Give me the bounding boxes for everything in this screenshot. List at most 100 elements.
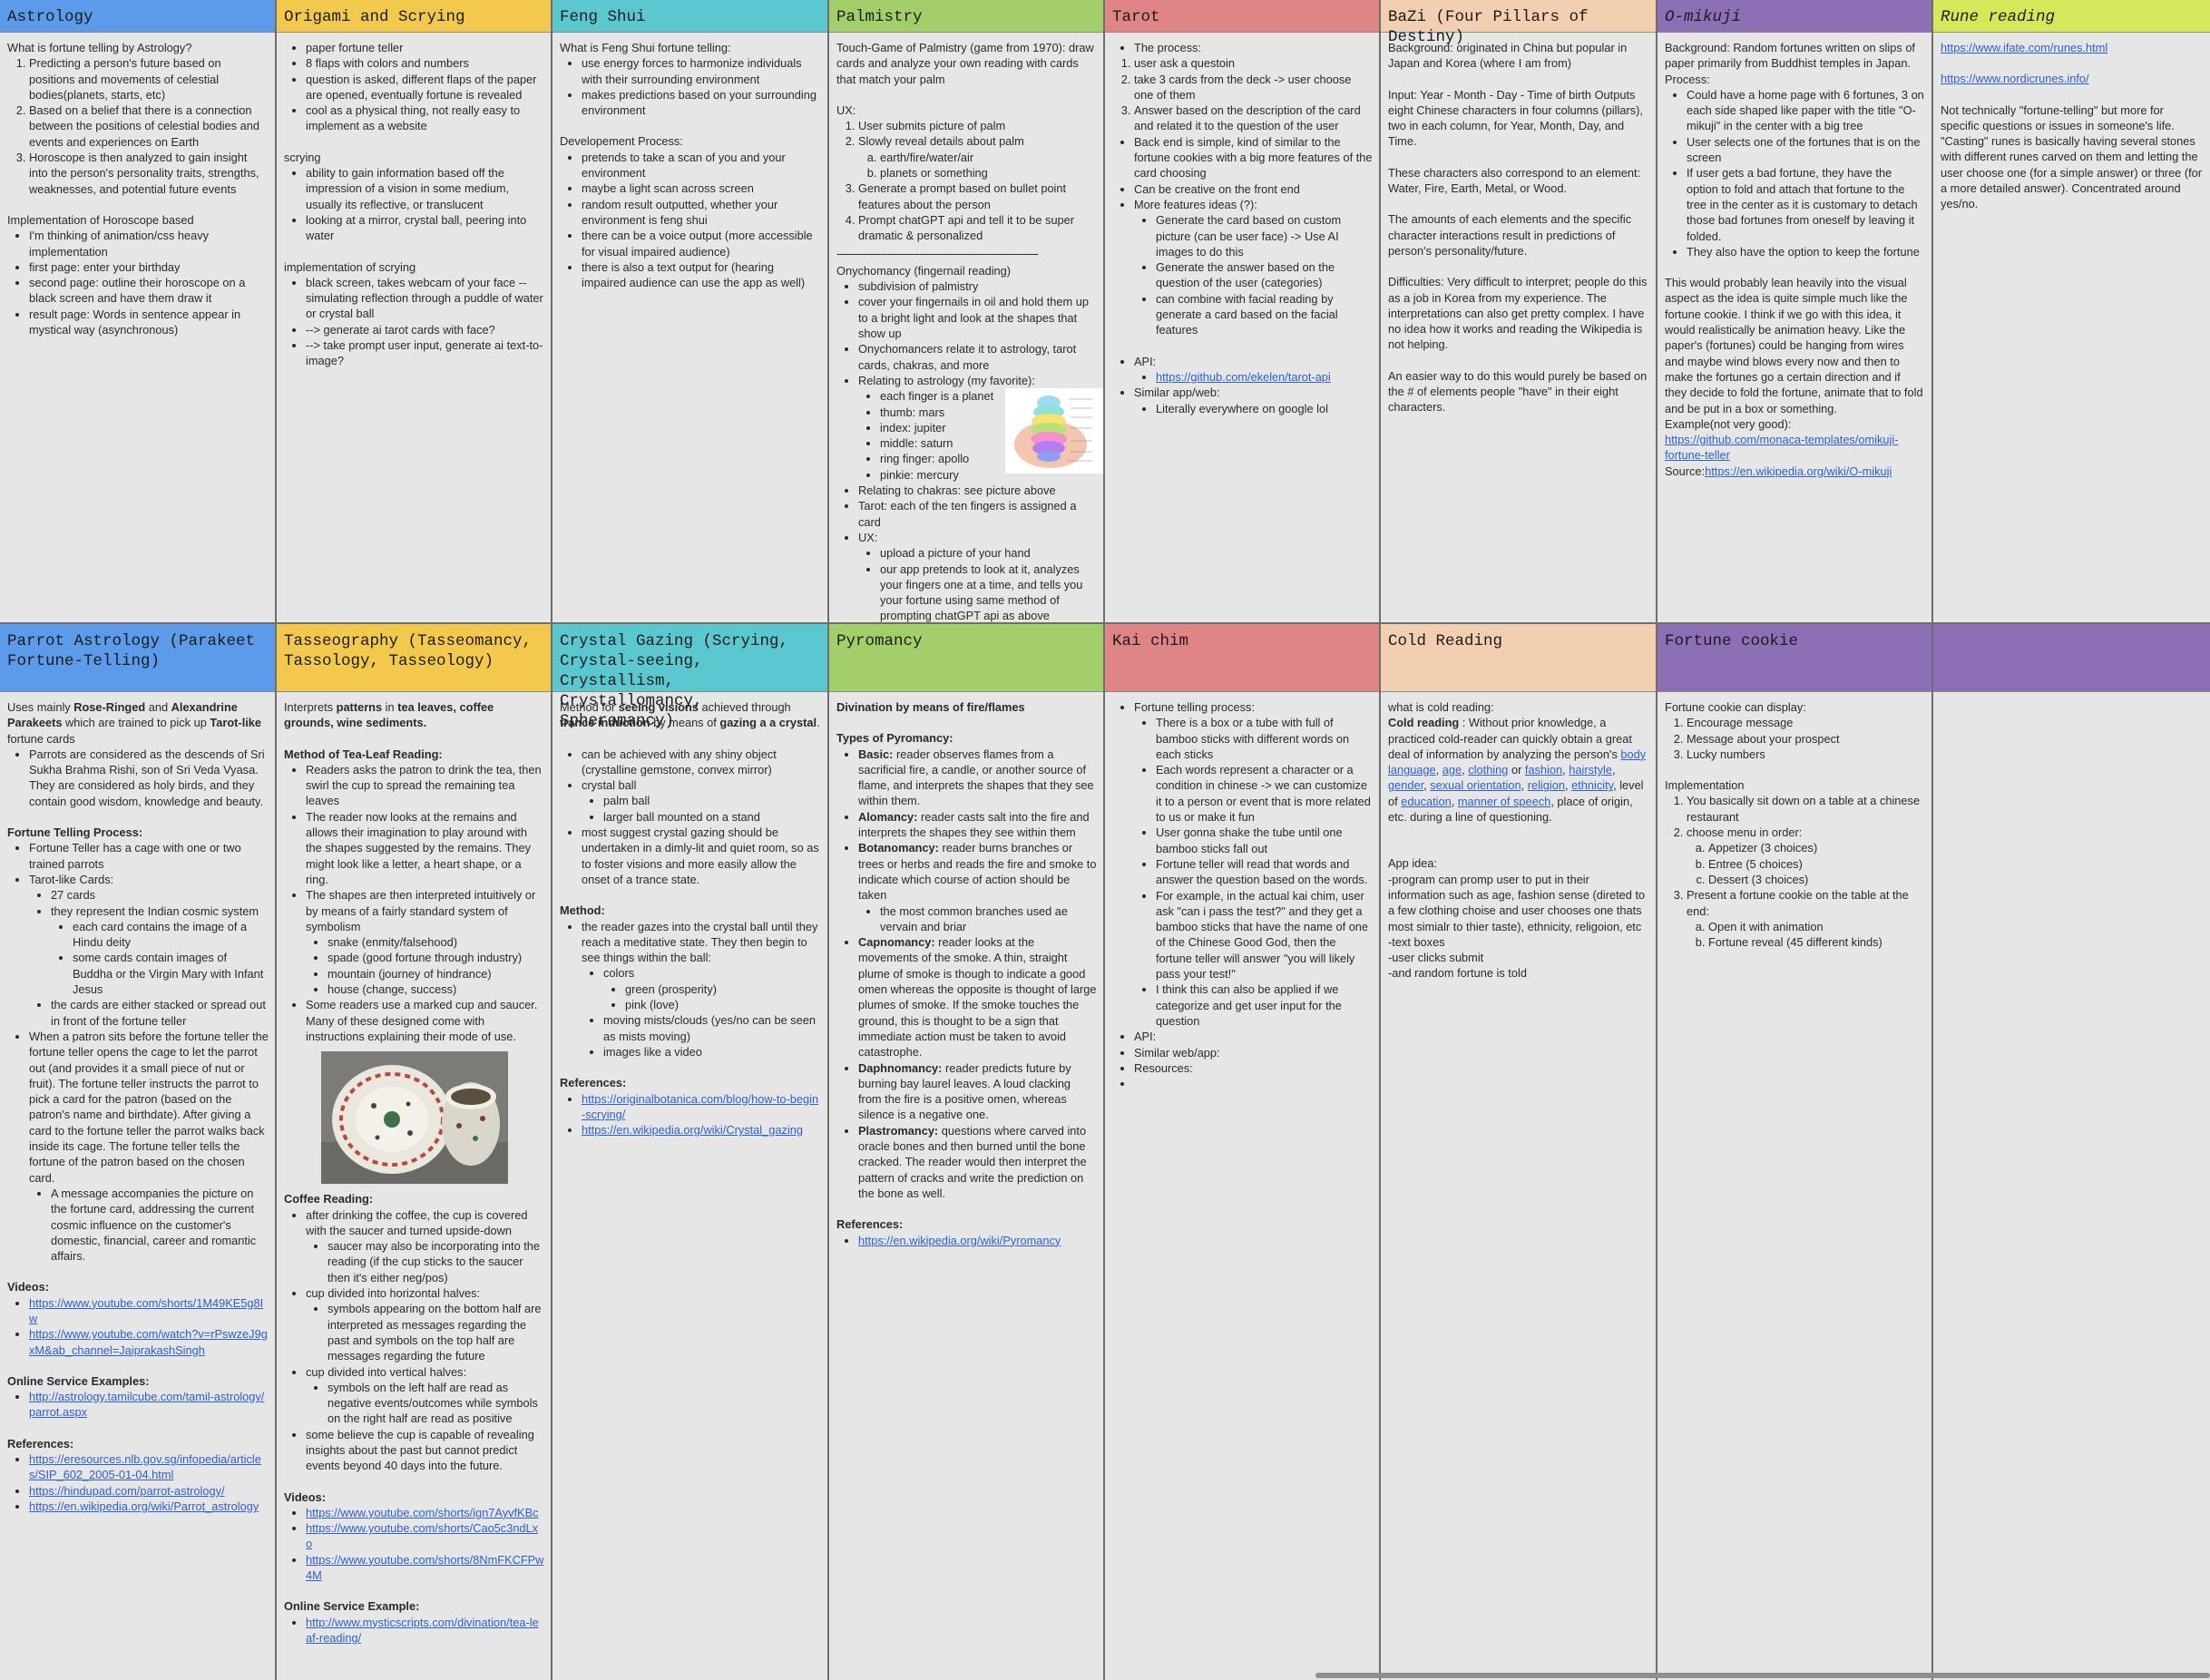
list-item: some cards contain images of Buddha or t… [73, 950, 269, 997]
column-parrot-astrology[interactable]: Parrot Astrology (Parakeet Fortune-Telli… [0, 624, 277, 1680]
keyword-link[interactable]: ethnicity [1571, 778, 1614, 793]
reference-link[interactable]: https://en.wikipedia.org/wiki/Pyromancy [858, 1233, 1061, 1247]
list-item: Fortune reveal (45 different kinds) [1708, 934, 1925, 950]
column-o-mikuji[interactable]: O-mikuji Background: Random fortunes wri… [1658, 0, 1933, 622]
column-body[interactable]: What is Feng Shui fortune telling: use e… [552, 33, 827, 290]
list-item: can be achieved with any shiny object (c… [582, 747, 821, 778]
list-item: Alomancy: reader casts salt into the fir… [858, 809, 1097, 841]
column-body[interactable]: Divination by means of fire/flames Types… [829, 692, 1103, 1248]
column-body[interactable]: Uses mainly Rose-Ringed and Alexandrine … [0, 692, 275, 1514]
reference-link[interactable]: https://eresources.nlb.gov.sg/infopedia/… [29, 1452, 261, 1482]
section-heading: References: [7, 1436, 74, 1450]
column-body[interactable]: Background: Random fortunes written on s… [1658, 33, 1931, 479]
section-heading: Fortune Telling Process: [7, 825, 143, 840]
scrollbar-thumb[interactable] [1315, 1673, 2210, 1678]
service-link[interactable]: http://astrology.tamilcube.com/tamil-ast… [29, 1390, 265, 1420]
column-body[interactable]: Background: originated in China but popu… [1381, 33, 1656, 415]
list-item: each card contains the image of a Hindu … [73, 919, 269, 951]
column-kai-chim[interactable]: Kai chim Fortune telling process: There … [1105, 624, 1381, 1680]
service-link[interactable]: http://www.mysticscripts.com/divination/… [306, 1615, 539, 1645]
column-header[interactable]: BaZi (Four Pillars of Destiny) [1381, 0, 1656, 46]
column-origami-scrying[interactable]: Origami and Scrying paper fortune teller… [277, 0, 552, 622]
reference-link[interactable]: https://en.wikipedia.org/wiki/Crystal_ga… [582, 1123, 803, 1138]
list-item: Resources: [1134, 1060, 1373, 1076]
column-astrology[interactable]: Astrology What is fortune telling by Ast… [0, 0, 277, 622]
column-body[interactable]: The process: user ask a questoin take 3 … [1105, 33, 1379, 416]
column-header[interactable]: Rune reading [1933, 0, 2210, 33]
column-header[interactable]: Pyromancy [829, 624, 1103, 692]
column-feng-shui[interactable]: Feng Shui What is Feng Shui fortune tell… [552, 0, 829, 622]
ifate-link[interactable]: https://www.ifate.com/runes.html [1941, 41, 2108, 54]
keyword-link[interactable]: gender [1388, 778, 1424, 793]
video-link[interactable]: https://www.youtube.com/shorts/8NmFKCFPw… [306, 1552, 544, 1583]
video-link[interactable]: https://www.youtube.com/shorts/ign7AyvfK… [306, 1505, 539, 1519]
video-link[interactable]: https://www.youtube.com/shorts/Cao5c3ndL… [306, 1521, 539, 1551]
nordicrunes-link[interactable]: https://www.nordicrunes.info/ [1941, 72, 2089, 86]
column-tarot[interactable]: Tarot The process: user ask a questoin t… [1105, 0, 1381, 622]
keyword-link[interactable]: clothing [1468, 763, 1509, 777]
column-header[interactable]: Feng Shui [552, 0, 827, 33]
section-heading: Videos: [7, 1280, 49, 1294]
column-header[interactable]: Cold Reading [1381, 624, 1656, 692]
reference-link[interactable]: https://originalbotanica.com/blog/how-to… [582, 1091, 819, 1121]
keyword-link[interactable]: religion [1527, 778, 1565, 793]
list-item: thumb: mars [880, 405, 1097, 420]
column-body[interactable]: Interprets patterns in tea leaves, coffe… [277, 692, 551, 1646]
column-body[interactable]: Fortune cookie can display: Encourage me… [1658, 692, 1931, 950]
column-body[interactable]: What is fortune telling by Astrology? Pr… [0, 33, 275, 337]
video-link[interactable]: https://www.youtube.com/shorts/1M49KE5g8… [29, 1295, 264, 1325]
column-header[interactable] [1933, 624, 2210, 692]
video-link[interactable]: https://www.youtube.com/watch?v=rPswzeJ9… [29, 1327, 268, 1357]
column-header[interactable]: Palmistry [829, 0, 1103, 33]
keyword-link[interactable]: age [1442, 763, 1462, 777]
column-header[interactable]: Fortune cookie [1658, 624, 1931, 692]
source-link[interactable]: https://en.wikipedia.org/wiki/O-mikuji [1705, 464, 1892, 478]
column-palmistry[interactable]: Palmistry Touch-Game of Palmistry (game … [829, 0, 1105, 622]
column-crystal-gazing[interactable]: Crystal Gazing (Scrying, Crystal-seeing,… [552, 624, 829, 1680]
column-blank[interactable] [1933, 624, 2210, 1680]
column-header[interactable]: O-mikuji [1658, 0, 1931, 33]
list-item: question is asked, different flaps of th… [306, 72, 544, 103]
list-item: saucer may also be incorporating into th… [328, 1238, 544, 1285]
text: Tarot-like [210, 716, 262, 730]
keyword-link[interactable]: sexual orientation [1430, 778, 1521, 793]
column-header[interactable]: Tarot [1105, 0, 1379, 33]
horizontal-scrollbar[interactable] [0, 1671, 2210, 1680]
list-item: maybe a light scan across screen [582, 181, 821, 196]
example-link[interactable]: https://github.com/monaca-templates/omik… [1665, 433, 1899, 463]
reference-link[interactable]: https://en.wikipedia.org/wiki/Parrot_ast… [29, 1499, 259, 1513]
tarot-api-link[interactable]: https://github.com/ekelen/tarot-api [1156, 369, 1331, 384]
column-header[interactable]: Origami and Scrying [277, 0, 551, 33]
list-item: Parrots are considered as the descends o… [29, 747, 269, 809]
list-item: there is also a text output for (hearing… [582, 259, 821, 291]
column-tasseography[interactable]: Tasseography (Tasseomancy, Tassology, Ta… [277, 624, 552, 1680]
list-item: can combine with facial reading by gener… [1156, 291, 1373, 338]
reference-link[interactable]: https://hindupad.com/parrot-astrology/ [29, 1483, 225, 1498]
column-pyromancy[interactable]: Pyromancy Divination by means of fire/fl… [829, 624, 1105, 1680]
list-item: subdivision of palmistry [858, 278, 1097, 294]
column-header[interactable]: Parrot Astrology (Parakeet Fortune-Telli… [0, 624, 275, 692]
keyword-link[interactable]: fashion [1524, 763, 1563, 777]
text: implementation of scrying [284, 259, 416, 274]
column-body[interactable]: https://www.ifate.com/runes.html https:/… [1933, 33, 2210, 212]
column-header[interactable]: Tasseography (Tasseomancy, Tassology, Ta… [277, 624, 551, 692]
column-body[interactable]: Fortune telling process: There is a box … [1105, 692, 1379, 1091]
list-item: Encourage message [1687, 715, 1925, 730]
column-header[interactable]: Astrology [0, 0, 275, 33]
column-body[interactable]: what is cold reading: Cold reading : Wit… [1381, 692, 1656, 982]
column-rune-reading[interactable]: Rune reading https://www.ifate.com/runes… [1933, 0, 2210, 622]
text: seeing visions [618, 700, 699, 714]
column-body[interactable]: Touch-Game of Palmistry (game from 1970)… [829, 33, 1103, 622]
column-header[interactable]: Kai chim [1105, 624, 1379, 692]
list-item: Tarot: each of the ten fingers is assign… [858, 498, 1097, 530]
column-bazi[interactable]: BaZi (Four Pillars of Destiny) Backgroun… [1381, 0, 1658, 622]
keyword-link[interactable]: hairstyle [1569, 763, 1612, 777]
keyword-link[interactable]: body language [1388, 747, 1647, 777]
column-cold-reading[interactable]: Cold Reading what is cold reading: Cold … [1381, 624, 1658, 1680]
keyword-link[interactable]: education [1401, 794, 1452, 808]
column-body[interactable]: paper fortune teller 8 flaps with colors… [277, 33, 551, 369]
column-fortune-cookie[interactable]: Fortune cookie Fortune cookie can displa… [1658, 624, 1933, 1680]
keyword-link[interactable]: manner of speech [1457, 794, 1551, 808]
column-header[interactable]: Crystal Gazing (Scrying, Crystal-seeing,… [552, 624, 827, 730]
column-body[interactable]: Method for seeing visions achieved throu… [552, 692, 827, 1138]
